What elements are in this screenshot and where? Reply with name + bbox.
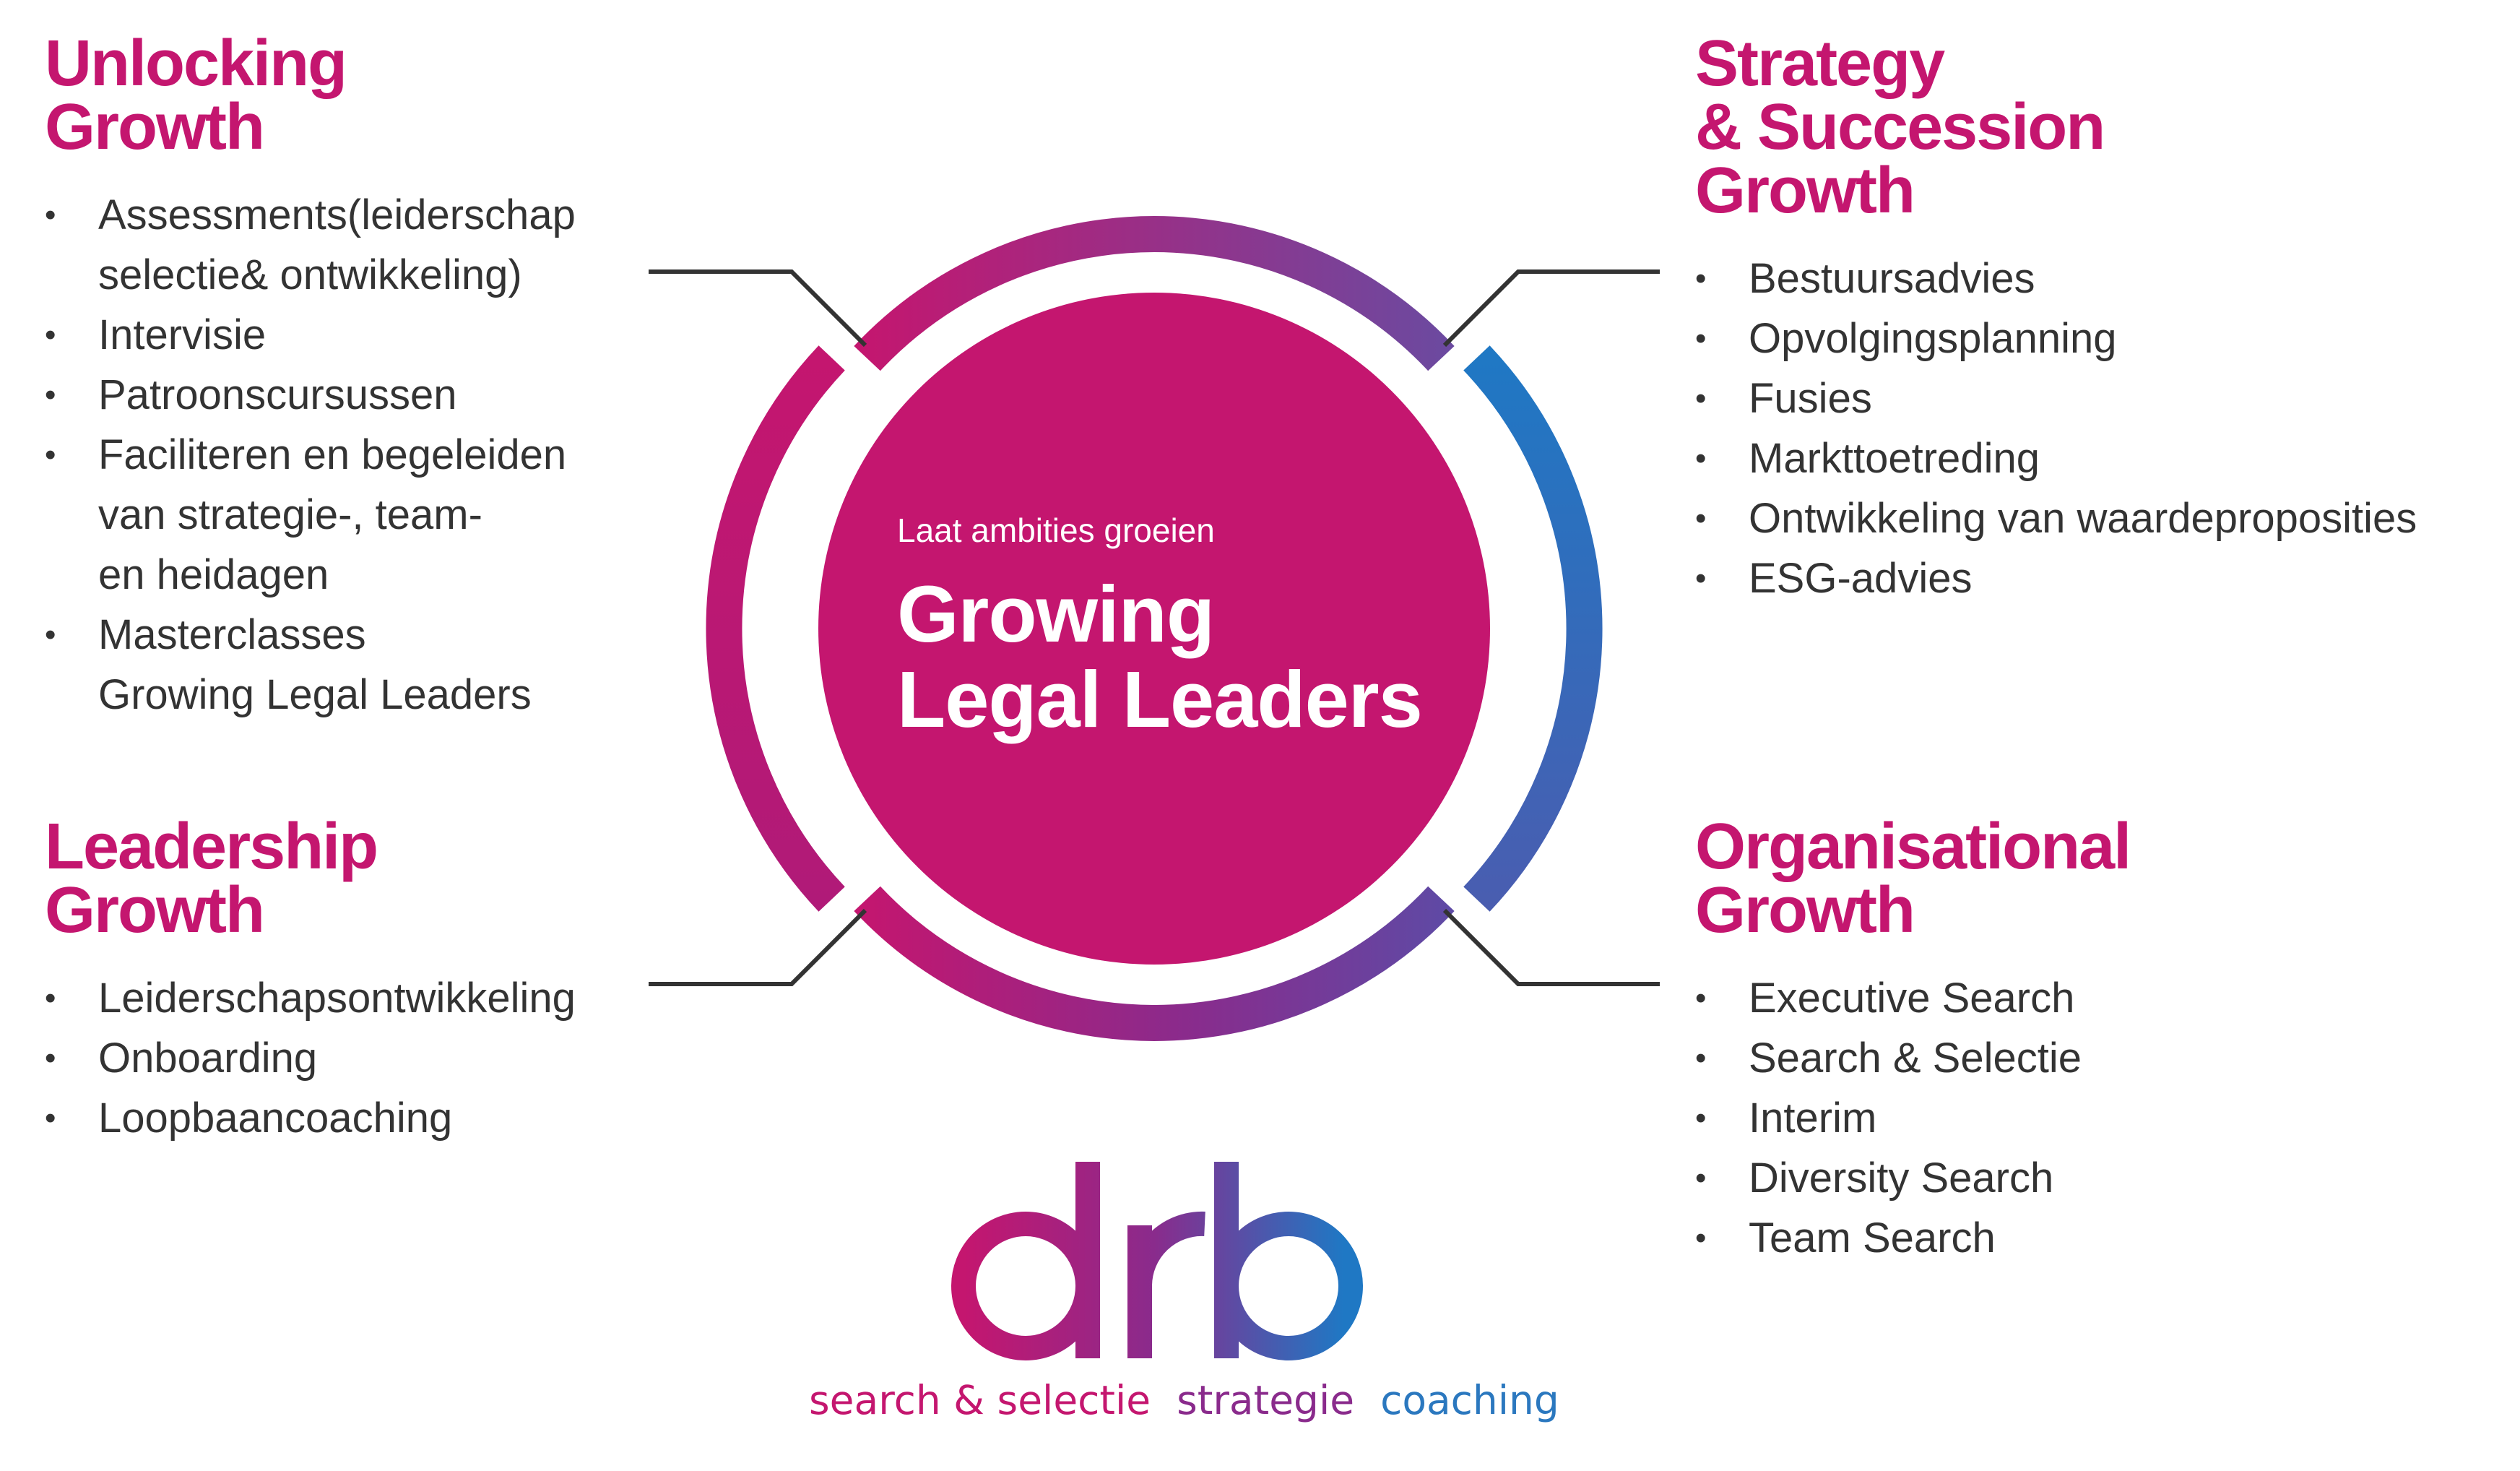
list-item-line: Intervisie <box>98 311 267 358</box>
list-item-line: Markttoetreding <box>1749 435 2040 482</box>
list-item: Ontwikkeling van waardeproposities <box>1695 488 2511 548</box>
list-item: Onboarding <box>45 1028 637 1088</box>
list-item-line: Executive Search <box>1749 975 2075 1022</box>
quadrant-title: Unlocking Growth <box>45 27 637 163</box>
list-item-line: Diversity Search <box>1749 1155 2054 1202</box>
quadrant-organisational-growth: Organisational Growth Executive Search S… <box>1695 811 2511 1268</box>
list-item: Search & Selectie <box>1695 1028 2511 1088</box>
quadrant-title-line: Growth <box>1695 874 1915 946</box>
quadrant-title-line: & Succession <box>1695 91 2105 163</box>
tagline-coaching: coaching <box>1380 1377 1559 1423</box>
quadrant-title: Strategy & Succession Growth <box>1695 27 2511 227</box>
list-item-line: Team Search <box>1749 1215 1996 1261</box>
list-item: Assessments(leiderschap selectie& ontwik… <box>45 185 637 305</box>
list-item: Opvolgingsplanning <box>1695 309 2511 368</box>
center-label: Laat ambities groeien Growing Legal Lead… <box>897 510 1547 743</box>
connector-bottom-left <box>649 908 867 986</box>
quadrant-title-line: Unlocking <box>45 27 347 100</box>
list-item-line: Loopbaancoaching <box>98 1095 453 1142</box>
service-list: Leiderschapsontwikkeling Onboarding Loop… <box>45 968 637 1148</box>
list-item-line: Masterclasses <box>98 611 366 658</box>
list-item: Diversity Search <box>1695 1148 2511 1208</box>
connector-top-right <box>1442 269 1660 348</box>
quadrant-title-line: Strategy <box>1695 27 1945 100</box>
drb-logo <box>951 1162 1363 1360</box>
list-item-line: Patroonscursussen <box>98 371 457 418</box>
list-item-line: Ontwikkeling van waardeproposities <box>1749 495 2417 542</box>
brand-tagline: search & selectie strategie coaching <box>809 1376 1559 1424</box>
list-item-line: Search & Selectie <box>1749 1035 2082 1082</box>
quadrant-title-line: Growth <box>1695 155 1915 227</box>
quadrant-title: Organisational Growth <box>1695 811 2511 946</box>
quadrant-title-line: Leadership <box>45 811 378 883</box>
list-item: Leiderschapsontwikkeling <box>45 968 637 1028</box>
tagline-strategie: strategie <box>1177 1377 1355 1423</box>
list-item: Loopbaancoaching <box>45 1088 637 1148</box>
list-item-line: Fusies <box>1749 375 1872 422</box>
list-item-line: Interim <box>1749 1095 1877 1142</box>
quadrant-title-line: Growth <box>45 91 265 163</box>
quadrant-title-line: Growth <box>45 874 265 946</box>
brand-block: search & selectie strategie coaching <box>809 1156 1559 1459</box>
list-item-line: en heidagen <box>98 551 329 598</box>
service-list: Assessments(leiderschap selectie& ontwik… <box>45 185 637 725</box>
quadrant-leadership-growth: Leadership Growth Leiderschapsontwikkeli… <box>45 811 637 1148</box>
list-item: Intervisie <box>45 305 637 365</box>
list-item-line: Assessments(leiderschap <box>98 191 576 238</box>
service-list: Executive Search Search & Selectie Inter… <box>1695 968 2511 1268</box>
quadrant-title: Leadership Growth <box>45 811 637 946</box>
list-item-line: selectie& ontwikkeling) <box>98 251 522 298</box>
list-item-line: Leiderschapsontwikkeling <box>98 975 576 1022</box>
center-title-line: Legal Leaders <box>897 655 1423 744</box>
quadrant-title-line: Organisational <box>1695 811 2131 883</box>
ring-arc-left <box>706 345 845 912</box>
service-list: Bestuursadvies Opvolgingsplanning Fusies… <box>1695 249 2511 608</box>
list-item: Markttoetreding <box>1695 428 2511 488</box>
list-item: Bestuursadvies <box>1695 249 2511 309</box>
center-subtitle: Laat ambities groeien <box>897 512 1215 549</box>
quadrant-strategy-succession-growth: Strategy & Succession Growth Bestuursadv… <box>1695 27 2511 608</box>
ring-arc-top <box>854 216 1455 371</box>
list-item: Interim <box>1695 1088 2511 1148</box>
center-circle <box>818 293 1490 965</box>
list-item-line: Growing Legal Leaders <box>98 671 532 718</box>
list-item: Fusies <box>1695 368 2511 428</box>
list-item: ESG-advies <box>1695 548 2511 608</box>
list-item-line: Bestuursadvies <box>1749 255 2035 302</box>
list-item-line: ESG-advies <box>1749 555 1973 602</box>
list-item: Patroonscursussen <box>45 365 637 425</box>
center-title: Growing Legal Leaders <box>897 572 1547 743</box>
connector-bottom-right <box>1442 908 1660 986</box>
list-item-line: van strategie-, team- <box>98 491 482 538</box>
list-item: Faciliteren en begeleiden van strategie-… <box>45 425 637 605</box>
ring-arc-bottom <box>854 886 1455 1041</box>
list-item: Team Search <box>1695 1208 2511 1268</box>
connector-top-left <box>649 269 867 348</box>
quadrant-unlocking-growth: Unlocking Growth Assessments(leiderschap… <box>45 27 637 725</box>
list-item-line: Onboarding <box>98 1035 318 1082</box>
list-item: Executive Search <box>1695 968 2511 1028</box>
center-title-line: Growing <box>897 570 1215 659</box>
list-item: Masterclasses Growing Legal Leaders <box>45 605 637 725</box>
list-item-line: Faciliteren en begeleiden <box>98 431 567 478</box>
tagline-search-selectie: search & selectie <box>809 1377 1151 1423</box>
ring-arc-right <box>1463 345 1603 912</box>
list-item-line: Opvolgingsplanning <box>1749 315 2117 362</box>
